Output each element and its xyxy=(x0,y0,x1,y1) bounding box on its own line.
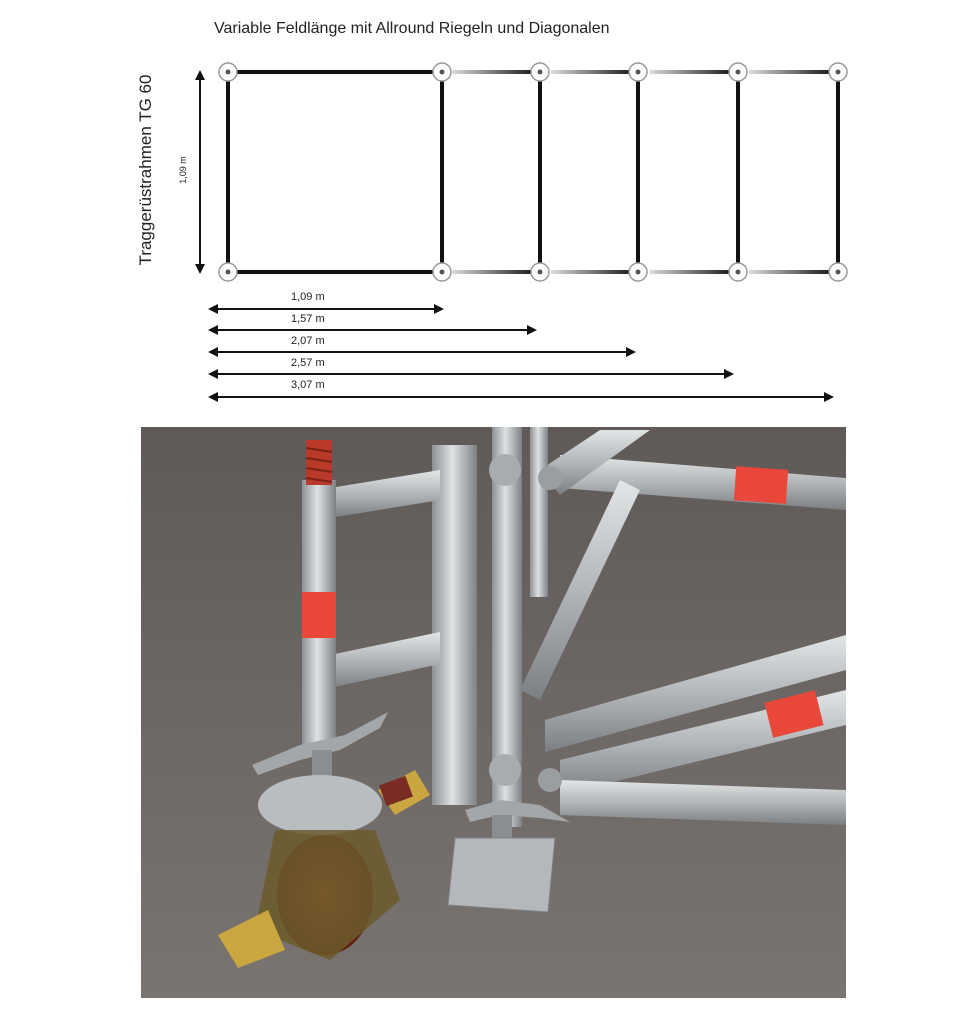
frame-ledger-top xyxy=(330,470,440,518)
right-thread xyxy=(492,815,512,875)
rosette-top xyxy=(489,454,521,486)
ledger-extensions xyxy=(452,70,834,274)
tube-label-1 xyxy=(733,466,789,504)
caster-mount xyxy=(258,775,382,835)
brake-pedal xyxy=(379,775,413,807)
horizontal-tubes xyxy=(520,430,846,825)
coupler-bottom xyxy=(538,768,562,792)
standard-label xyxy=(302,592,336,638)
wing-nut-right xyxy=(465,800,570,822)
photo-floor xyxy=(141,427,846,998)
frame-ledger-bottom xyxy=(330,632,440,688)
frame-field-1 xyxy=(226,70,444,274)
coupler-top xyxy=(538,466,562,490)
center-standard-2 xyxy=(530,427,548,597)
rosette-bottom xyxy=(489,754,521,786)
caster-wheel xyxy=(277,835,373,955)
wing-nut-left xyxy=(252,712,388,775)
tube-label-2 xyxy=(764,690,824,738)
rosette-centers xyxy=(225,69,841,275)
frame-plate xyxy=(432,445,477,805)
dim-label-1: 1,09 m xyxy=(291,291,325,303)
field-length-diagram xyxy=(195,62,848,402)
dim-label-2: 1,57 m xyxy=(291,313,325,325)
diagram-title: Variable Feldlänge mit Allround Riegeln … xyxy=(214,20,610,37)
left-standard xyxy=(302,480,336,750)
dim-label-3: 2,07 m xyxy=(291,335,325,347)
red-spindle xyxy=(306,440,332,485)
caster-fork xyxy=(255,830,400,960)
brake-plate-top xyxy=(378,770,430,815)
rosette-nodes xyxy=(218,62,848,282)
center-standard xyxy=(492,427,522,827)
brake-plate-bottom xyxy=(218,910,285,968)
base-plate xyxy=(447,837,556,913)
dim-label-4: 2,57 m xyxy=(291,357,325,369)
standards xyxy=(538,72,840,272)
left-thread xyxy=(312,750,332,810)
dim-label-5: 3,07 m xyxy=(291,379,325,391)
